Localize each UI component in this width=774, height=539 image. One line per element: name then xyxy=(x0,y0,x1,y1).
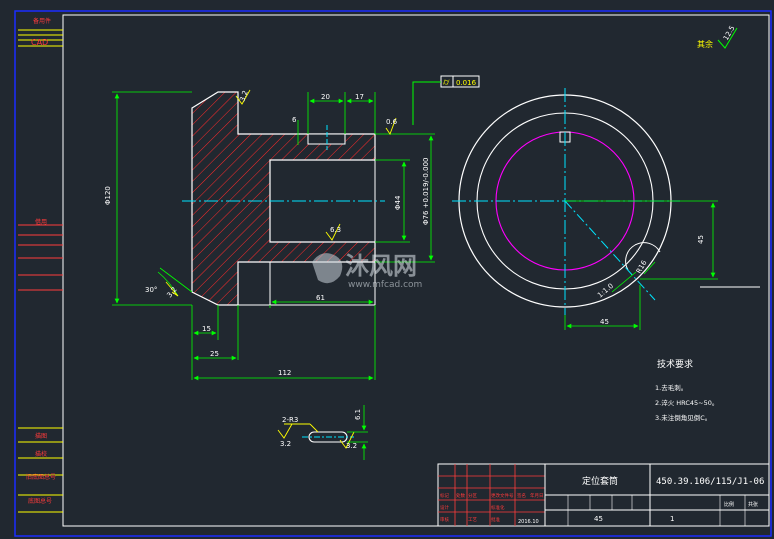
outer-frame xyxy=(14,10,772,537)
section-view: Φ120 20 17 6 0.6 Φ44 Φ76 +0.019/-0.000 3… xyxy=(104,89,435,381)
dim-45-horizontal: 45 xyxy=(600,318,609,326)
sheet-label: 共张 xyxy=(748,501,758,508)
watermark-url: www.mfcad.com xyxy=(348,280,422,290)
signature-process: 工艺 xyxy=(468,517,477,523)
note-3: 3.未注倒角见倒C。 xyxy=(655,413,711,422)
note-2: 2.淬火 HRC45~50。 xyxy=(655,398,718,407)
dim-phi44: Φ44 xyxy=(394,195,402,210)
material: 45 xyxy=(594,515,603,523)
date: 2016.10 xyxy=(518,519,539,525)
roughness-corner: 其余 12.5 xyxy=(697,24,738,49)
row-label-sign: 签名 xyxy=(517,492,526,499)
inner-frame xyxy=(62,14,770,527)
left-strip: 备用件 CAD 借用 描图 描校 旧底图总号 底图总号 xyxy=(18,17,63,513)
row-label-mark: 标记 xyxy=(440,492,449,499)
roughness-slot-right: 3.2 xyxy=(346,442,357,450)
dim-slot-width: 6.1 xyxy=(354,409,362,420)
dim-25: 25 xyxy=(210,350,219,358)
strip-label-base: 底图总号 xyxy=(28,497,52,505)
quantity: 1 xyxy=(670,515,674,523)
watermark-logo-icon xyxy=(312,253,343,284)
strip-label-old-base: 旧底图总号 xyxy=(26,473,56,481)
roughness-slot-left: 3.2 xyxy=(280,440,291,448)
notch-arc xyxy=(625,242,661,271)
strip-label-check: 描校 xyxy=(35,450,47,458)
dim-r3: 2-R3 xyxy=(282,416,298,424)
dim-chamfer: 3.2 xyxy=(165,286,178,300)
strip-label-borrow: 借用 xyxy=(35,218,47,226)
scale-label: 比例 xyxy=(724,501,734,508)
roughness-corner-label: 其余 xyxy=(697,39,713,49)
dim-15: 15 xyxy=(202,325,211,333)
signature-review: 审核 xyxy=(440,516,449,523)
signature-design: 设计 xyxy=(440,504,449,511)
technical-notes: 技术要求 1.去毛刺。 2.淬火 HRC45~50。 3.未注倒角见倒C。 xyxy=(655,358,718,422)
dim-0-6: 0.6 xyxy=(386,118,398,126)
title-block: 定位套筒 450.39.106/115/J1-06 45 1 比例 共张 201… xyxy=(437,463,770,527)
dim-61: 61 xyxy=(316,294,325,302)
dim-angle: 30° xyxy=(145,286,157,294)
watermark: 沐风网 www.mfcad.com xyxy=(312,252,422,290)
end-view: 45 45 R16 1:1.0 xyxy=(452,88,760,330)
roughness-bore: 6.3 xyxy=(330,226,341,234)
strip-label-cad: CAD xyxy=(31,38,48,47)
dim-6: 6 xyxy=(292,116,297,124)
row-label-zone: 分区 xyxy=(468,492,477,499)
dim-45-vertical: 45 xyxy=(697,235,705,244)
row-label-change: 更改文件号 xyxy=(491,492,514,499)
geometric-tolerance-frame: ⌭ 0.016 xyxy=(412,75,480,125)
dim-r16: R16 xyxy=(635,259,649,275)
dim-20: 20 xyxy=(321,93,330,101)
roughness-top-chamfer: 3.2 xyxy=(238,89,249,102)
row-label-date: 年月日 xyxy=(530,492,544,499)
part-name: 定位套筒 xyxy=(582,475,618,487)
dim-17: 17 xyxy=(355,93,364,101)
tolerance-value: 0.016 xyxy=(456,79,477,87)
row-label-count: 处数 xyxy=(456,492,465,499)
notes-title: 技术要求 xyxy=(657,358,693,370)
drawing-number: 450.39.106/115/J1-06 xyxy=(656,477,764,487)
hatched-body xyxy=(191,91,376,306)
signature-approve: 批准 xyxy=(491,516,500,523)
strip-label-trace: 描图 xyxy=(35,432,47,440)
roughness-corner-symbol xyxy=(717,27,738,49)
signature-standard: 标准化 xyxy=(491,504,505,511)
watermark-brand: 沐风网 xyxy=(345,252,417,280)
dim-112: 112 xyxy=(278,369,291,377)
dim-phi76: Φ76 +0.019/-0.000 xyxy=(422,158,430,225)
tolerance-symbol: ⌭ xyxy=(443,78,450,88)
dim-arc-note: 1:1.0 xyxy=(596,282,615,300)
slot-detail: 2-R3 3.2 3.2 6.1 xyxy=(277,405,368,460)
dim-phi120: Φ120 xyxy=(104,186,112,205)
note-1: 1.去毛刺。 xyxy=(655,383,687,392)
strip-label-spare: 备用件 xyxy=(33,17,51,25)
